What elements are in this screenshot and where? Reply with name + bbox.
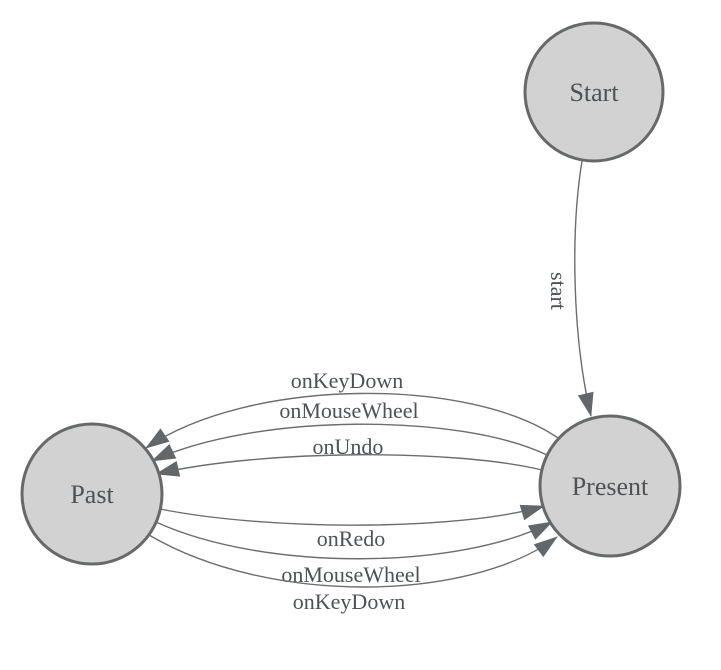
edge-label-onundo: onUndo xyxy=(313,434,384,459)
edge-line-onmousewheel-top xyxy=(151,423,548,462)
edge-start-to-present: start xyxy=(546,160,594,417)
edge-line-onkeydown-top xyxy=(145,392,559,449)
state-node-past-label: Past xyxy=(70,480,114,509)
edge-label-onmousewheel-top: onMouseWheel xyxy=(279,398,418,423)
state-node-present: Present xyxy=(538,414,682,558)
state-node-past-circle xyxy=(20,422,164,566)
edge-label-onkeydown-bottom: onKeyDown xyxy=(293,589,405,614)
edge-past-to-present-onkeydown: onKeyDown xyxy=(148,534,558,614)
edge-label-onmousewheel-bottom: onMouseWheel xyxy=(281,562,420,587)
edge-line-onredo xyxy=(159,504,545,526)
state-node-present-label: Present xyxy=(572,472,649,501)
edge-label-onredo: onRedo xyxy=(317,526,385,551)
state-node-past: Past xyxy=(20,422,164,566)
edge-line-start xyxy=(574,160,594,417)
state-node-present-circle xyxy=(538,414,682,558)
edge-present-to-past-onkeydown: onKeyDown xyxy=(145,368,559,449)
edge-label-start: start xyxy=(546,272,571,310)
edge-past-to-present-onredo: onRedo xyxy=(159,504,545,551)
edge-present-to-past-onundo: onUndo xyxy=(155,434,543,477)
state-node-start-circle xyxy=(523,21,665,163)
edge-past-to-present-onmousewheel: onMouseWheel xyxy=(155,521,553,587)
edge-line-onundo xyxy=(155,454,543,477)
edge-line-onkeydown-bottom xyxy=(148,534,558,588)
state-node-start-label: Start xyxy=(569,78,619,107)
edge-label-onkeydown-top: onKeyDown xyxy=(291,368,403,393)
edge-present-to-past-onmousewheel: onMouseWheel xyxy=(151,398,548,462)
state-node-start: Start xyxy=(523,21,665,163)
edge-line-onmousewheel-bottom xyxy=(155,521,553,560)
